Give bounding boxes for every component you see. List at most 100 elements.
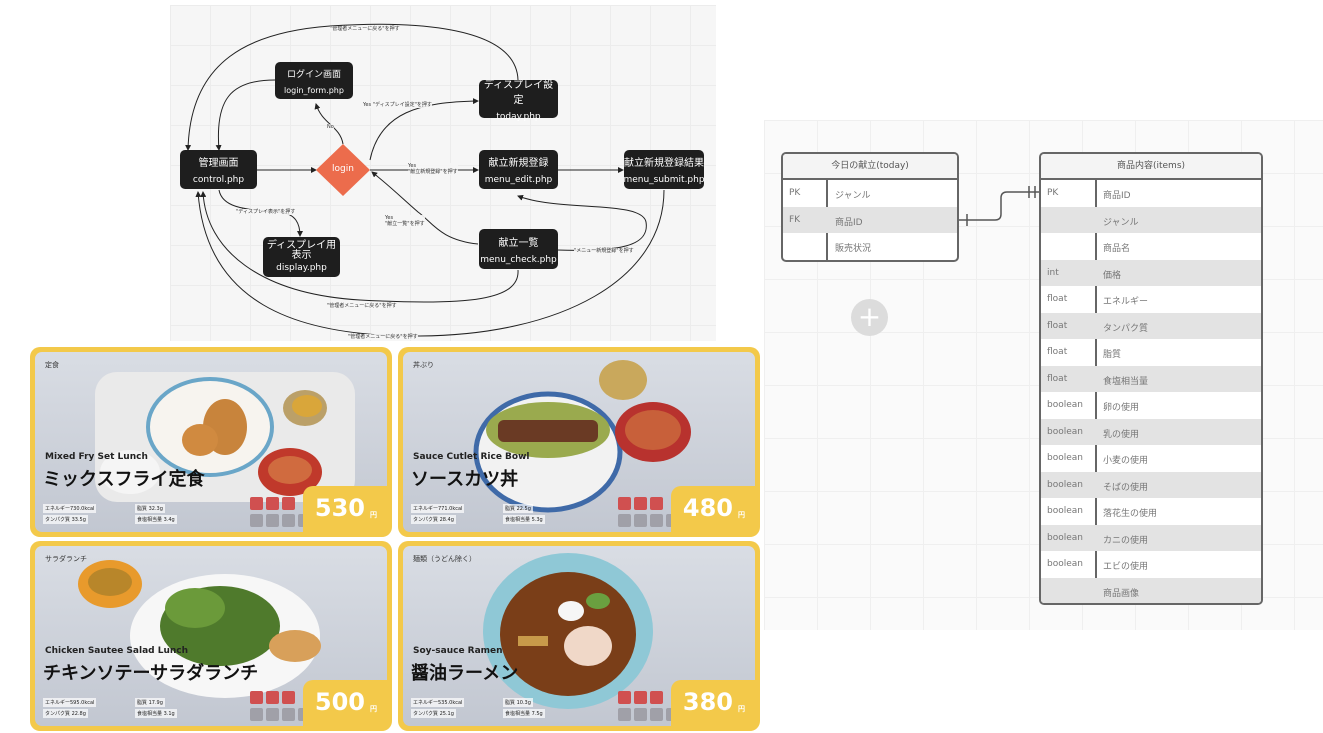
- energy: エネルギー771.0kcal: [411, 504, 465, 513]
- menu-name-jp: 醤油ラーメン: [411, 663, 519, 684]
- node-login-label: login: [332, 164, 354, 174]
- menu-name-jp: ソースカツ丼: [411, 469, 519, 490]
- node-file: today.php: [496, 112, 541, 122]
- edge-label-no: No: [327, 124, 334, 130]
- row-key: PK: [789, 188, 801, 198]
- edge-label-back-from-result: "管理者メニューに戻る"を押す: [348, 334, 418, 340]
- menu-card: 定食 Mixed Fry Set Lunch ミックスフライ定食 エネルギー73…: [30, 347, 392, 537]
- fat: 脂質 32.3g: [135, 504, 165, 513]
- price-box: 530 円: [303, 486, 387, 532]
- node-admin: 管理画面 control.php: [180, 150, 257, 189]
- node-display-view: ディスプレイ用 表示 display.php: [263, 237, 340, 277]
- energy: エネルギー535.0kcal: [411, 698, 465, 707]
- edge-login-display: [369, 98, 479, 161]
- table-row: FK 商品ID: [783, 206, 957, 233]
- edge-label-press-new-menu: "メニュー新規登録"を押す: [574, 248, 634, 254]
- egg-icon: [250, 691, 263, 704]
- nutrition-info: エネルギー595.0kcal 脂質 17.9g タンパク質 22.8g 食塩相当…: [43, 698, 223, 724]
- salt: 食塩相当量 7.5g: [503, 709, 545, 718]
- egg-icon: [618, 691, 631, 704]
- yen-unit: 円: [738, 705, 745, 713]
- menu-category: 定食: [45, 361, 59, 369]
- milk-icon: [266, 691, 279, 704]
- allergy-icons: [615, 495, 685, 531]
- energy: エネルギー730.0kcal: [43, 504, 97, 513]
- milk-icon: [266, 497, 279, 510]
- energy: エネルギー595.0kcal: [43, 698, 97, 707]
- node-title: ディスプレイ用 表示: [266, 240, 337, 261]
- row-key: float: [1047, 347, 1068, 357]
- node-title: 献立新規登録: [488, 158, 549, 169]
- row-field: エネルギー: [1103, 297, 1149, 307]
- node-file: login_form.php: [284, 85, 344, 95]
- table-row: boolean 卵の使用: [1041, 392, 1261, 419]
- row-key: boolean: [1047, 559, 1083, 569]
- price: 480: [682, 494, 733, 522]
- edge-label-back-from-list: "管理者メニューに戻る"を押す: [327, 303, 397, 309]
- node-title: ログイン画面: [286, 69, 341, 80]
- row-key: boolean: [1047, 479, 1083, 490]
- crab-icon: [650, 708, 663, 721]
- add-button[interactable]: +: [851, 299, 888, 336]
- row-field: エビの使用: [1103, 562, 1149, 572]
- node-file: control.php: [192, 175, 245, 185]
- allergy-icons: [247, 495, 317, 531]
- milk-icon: [634, 497, 647, 510]
- node-display-settings: ディスプレイ設定 today.php: [479, 80, 558, 122]
- menu-cards-panel: 定食 Mixed Fry Set Lunch ミックスフライ定食 エネルギー73…: [30, 343, 764, 733]
- row-field: 商品ID: [835, 217, 863, 228]
- row-field: 卵の使用: [1103, 403, 1140, 413]
- row-key: PK: [1047, 188, 1059, 198]
- row-key: boolean: [1047, 400, 1083, 410]
- edge-list-admin: [200, 191, 519, 303]
- node-title: 献立新規登録結果: [624, 158, 704, 169]
- row-key: boolean: [1047, 532, 1083, 543]
- table-row: 商品画像: [1041, 577, 1261, 603]
- node-menu-result: 献立新規登録結果 menu_submit.php: [623, 150, 705, 189]
- price: 380: [682, 688, 733, 716]
- soba-icon: [250, 708, 263, 721]
- menu-card: サラダランチ Chicken Sautee Salad Lunch チキンソテー…: [30, 541, 392, 731]
- milk-icon: [634, 691, 647, 704]
- protein: タンパク質 25.1g: [411, 709, 456, 718]
- egg-icon: [250, 497, 263, 510]
- protein: タンパク質 33.5g: [43, 515, 88, 524]
- row-key: FK: [789, 214, 801, 225]
- table-row: 商品名: [1041, 233, 1261, 260]
- menu-category: サラダランチ: [45, 555, 87, 563]
- wheat-icon: [282, 497, 295, 510]
- wheat-icon: [282, 691, 295, 704]
- edge-display-admin: [185, 23, 519, 151]
- menu-name-jp: ミックスフライ定食: [43, 469, 205, 490]
- row-key: int: [1047, 267, 1059, 278]
- nutrition-info: エネルギー771.0kcal 脂質 22.5g タンパク質 28.4g 食塩相当…: [411, 504, 591, 530]
- salt: 食塩相当量 5.3g: [503, 515, 545, 524]
- fat: 脂質 22.5g: [503, 504, 533, 513]
- menu-card: 丼ぶり Sauce Cutlet Rice Bowl ソースカツ丼 エネルギー7…: [398, 347, 760, 537]
- row-field: 乳の使用: [1103, 429, 1140, 440]
- row-field: 脂質: [1103, 350, 1122, 360]
- row-field: タンパク質: [1103, 323, 1149, 334]
- node-file: menu_edit.php: [484, 175, 553, 185]
- edge-label-yes-list: Yes "献立一覧"を押す: [385, 215, 425, 227]
- menu-name-en: Chicken Sautee Salad Lunch: [45, 646, 189, 656]
- edge-label-back-top: "管理者メニューに戻る"を押す: [330, 26, 400, 32]
- price-box: 380 円: [671, 680, 755, 726]
- edge-list-login: [371, 171, 479, 245]
- fat: 脂質 10.3g: [503, 698, 533, 707]
- yen-unit: 円: [370, 511, 377, 519]
- table-row: ジャンル: [1041, 206, 1261, 233]
- menu-name-en: Soy-sauce Ramen: [413, 646, 503, 656]
